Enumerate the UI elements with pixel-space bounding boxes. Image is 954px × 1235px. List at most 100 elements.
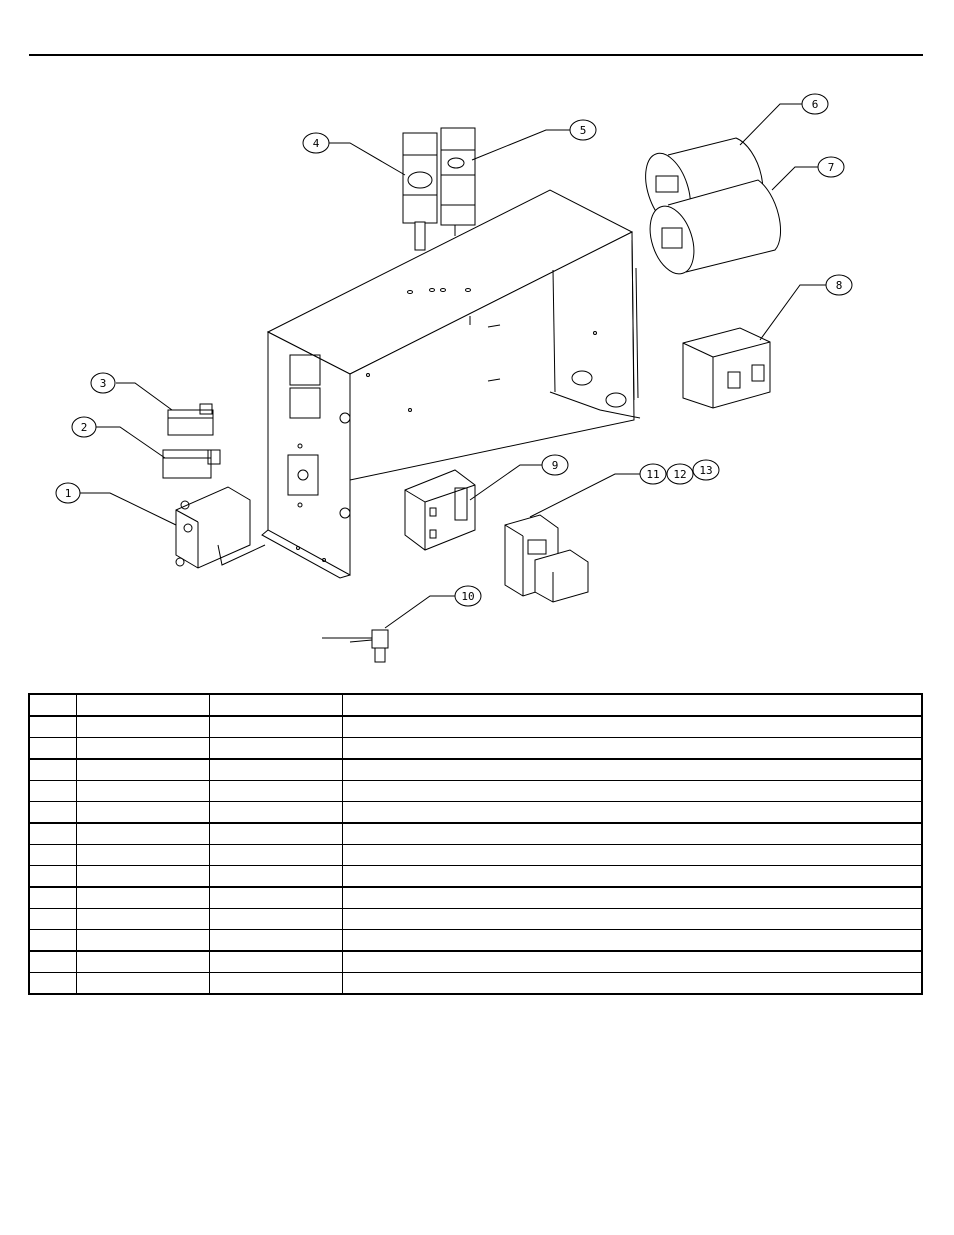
table-row [28, 715, 923, 738]
svg-text:2: 2 [81, 421, 88, 434]
callout-8: 8 [825, 274, 853, 296]
table-cell [75, 865, 210, 888]
table-cell [208, 801, 343, 824]
table-cell [208, 844, 343, 866]
callout-12: 12 [666, 463, 694, 485]
callout-13: 13 [692, 459, 720, 481]
table-row [28, 801, 923, 824]
table-cell [208, 758, 343, 781]
table-cell [28, 693, 77, 717]
table-row [28, 844, 923, 866]
table-cell [341, 715, 923, 738]
table-cell [208, 715, 343, 738]
table-cell [341, 758, 923, 781]
svg-text:4: 4 [313, 137, 320, 150]
svg-text:13: 13 [699, 464, 712, 477]
table-cell [28, 822, 77, 845]
table-cell [341, 693, 923, 717]
part-8-relay [682, 327, 771, 409]
table-cell [208, 822, 343, 845]
part-1-solenoid [175, 486, 266, 569]
table-cell [75, 972, 210, 995]
table-cell [75, 737, 210, 760]
svg-text:1: 1 [65, 487, 72, 500]
table-cell [341, 865, 923, 888]
table-cell [28, 780, 77, 802]
exploded-parts-diagram: 1 2 3 4 5 6 7 8 9 10 11 12 [55, 93, 853, 663]
table-cell [75, 844, 210, 866]
table-cell [208, 693, 343, 717]
callout-5: 5 [569, 119, 597, 141]
part-9-receptacle [404, 469, 476, 551]
table-row [28, 929, 923, 952]
table-cell [28, 801, 77, 824]
table-cell [208, 737, 343, 760]
svg-text:7: 7 [828, 161, 835, 174]
svg-text:12: 12 [673, 468, 686, 481]
table-row [28, 908, 923, 930]
table-cell [208, 929, 343, 952]
svg-text:6: 6 [812, 98, 819, 111]
table-row [28, 780, 923, 802]
table-cell [28, 758, 77, 781]
table-cell [341, 972, 923, 995]
svg-text:3: 3 [100, 377, 107, 390]
part-4-relay [402, 132, 438, 251]
callout-11: 11 [639, 463, 667, 485]
table-cell [341, 801, 923, 824]
table-cell [75, 758, 210, 781]
table-cell [28, 908, 77, 930]
table-row [28, 737, 923, 760]
table-cell [28, 715, 77, 738]
table-cell [341, 950, 923, 973]
callout-9: 9 [541, 454, 569, 476]
table-cell [75, 715, 210, 738]
table-cell [341, 844, 923, 866]
part-10-sensor [322, 629, 389, 663]
part-5-relay [440, 127, 476, 236]
table-cell [208, 886, 343, 909]
table-cell [341, 929, 923, 952]
table-cell [208, 950, 343, 973]
part-11-relay-socket [504, 514, 589, 603]
table-cell [28, 972, 77, 995]
table-cell [75, 929, 210, 952]
parts-list-table [28, 693, 923, 995]
table-cell [28, 886, 77, 909]
table-row [28, 865, 923, 888]
svg-text:8: 8 [836, 279, 843, 292]
callout-4: 4 [302, 132, 330, 154]
callout-10: 10 [454, 585, 482, 607]
table-cell [75, 886, 210, 909]
part-3-switch [167, 403, 214, 436]
table-cell [208, 908, 343, 930]
callout-6: 6 [801, 93, 829, 115]
table-row [28, 972, 923, 995]
control-box [261, 189, 641, 579]
table-cell [341, 886, 923, 909]
table-cell [208, 972, 343, 995]
table-cell [75, 908, 210, 930]
table-cell [341, 822, 923, 845]
callout-2: 2 [71, 416, 97, 438]
table-cell [208, 865, 343, 888]
table-cell [28, 950, 77, 973]
svg-text:10: 10 [461, 590, 474, 603]
table-cell [208, 780, 343, 802]
table-cell [75, 822, 210, 845]
table-cell [28, 737, 77, 760]
table-row [28, 758, 923, 781]
table-cell [341, 737, 923, 760]
table-row [28, 950, 923, 973]
table-row [28, 886, 923, 909]
table-row [28, 693, 923, 717]
table-cell [75, 950, 210, 973]
part-7-capacitor [649, 179, 782, 275]
part-2-switch [162, 449, 221, 479]
callout-3: 3 [90, 372, 116, 394]
callout-1: 1 [55, 482, 81, 504]
svg-text:5: 5 [580, 124, 587, 137]
table-cell [75, 693, 210, 717]
table-cell [75, 801, 210, 824]
table-cell [28, 844, 77, 866]
